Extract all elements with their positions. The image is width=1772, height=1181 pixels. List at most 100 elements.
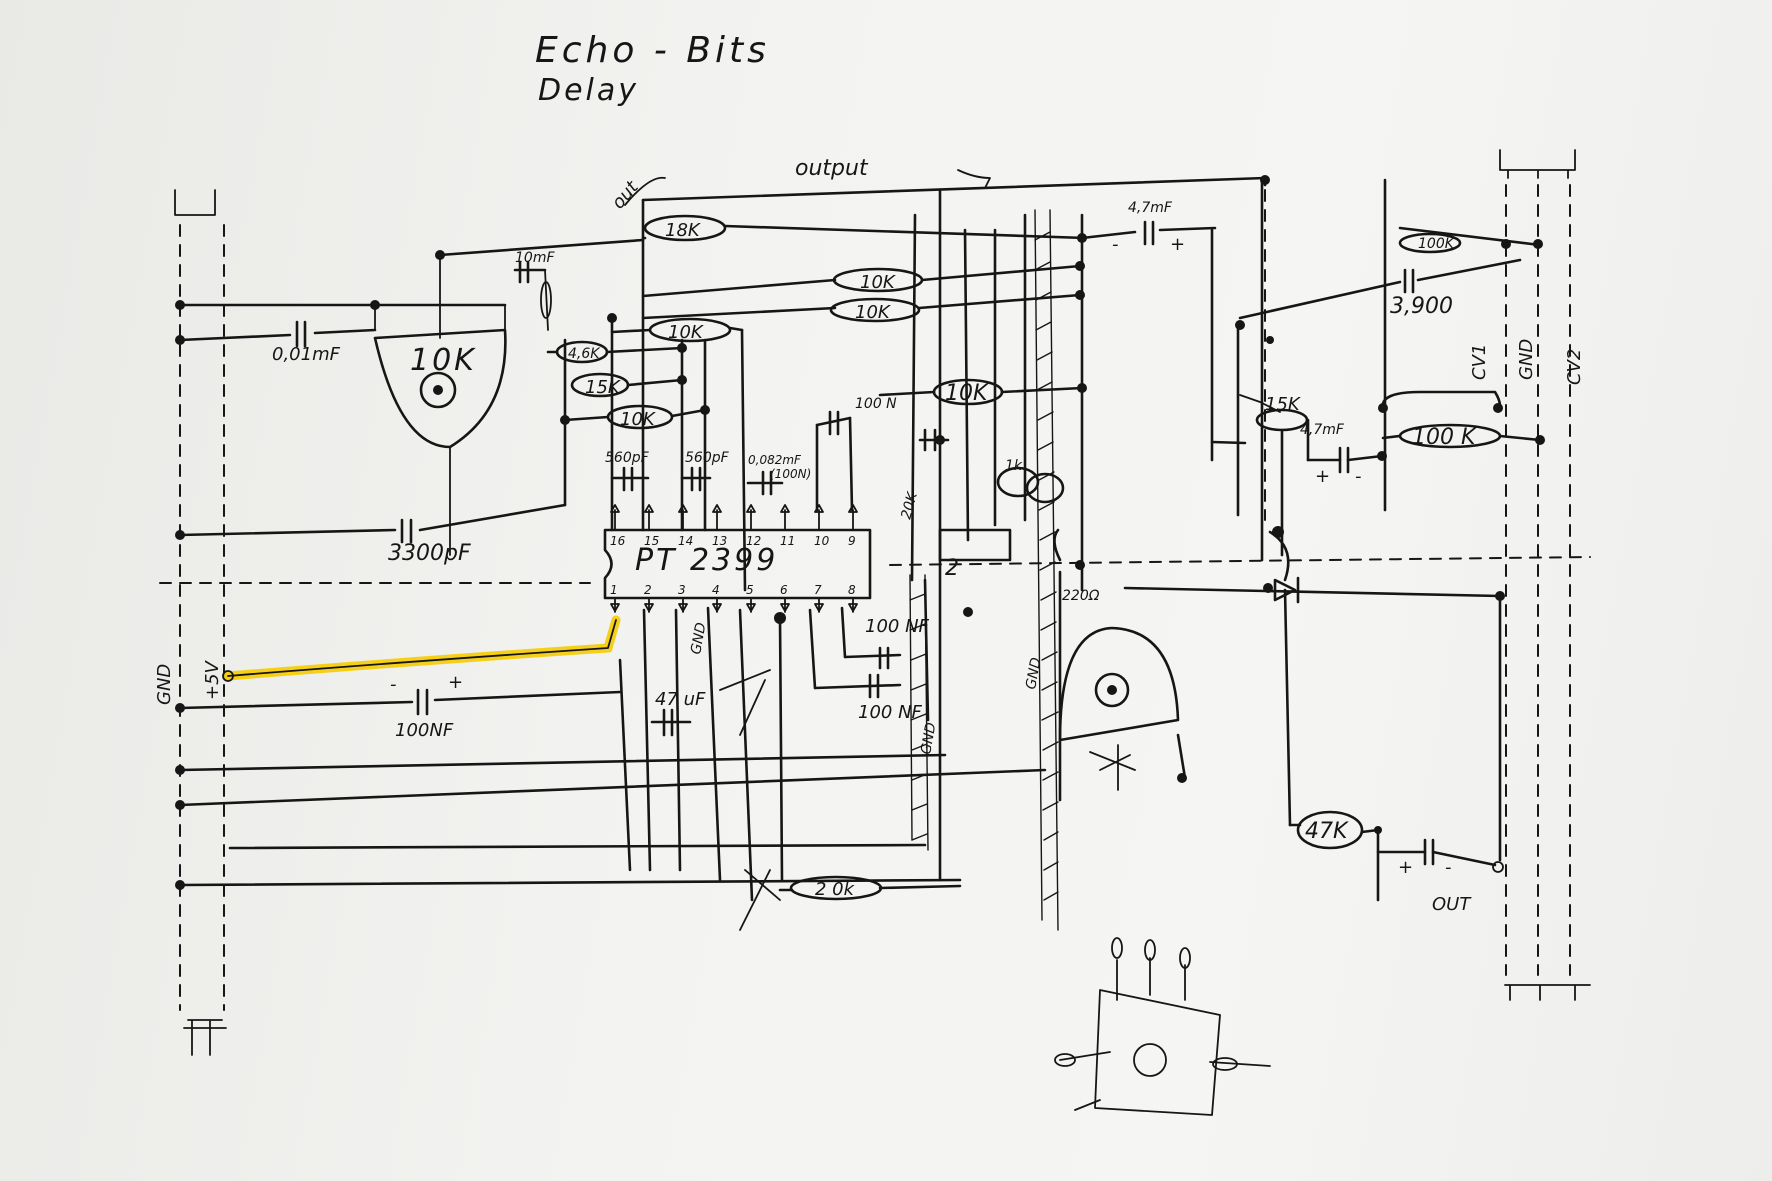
svg-text:100 N: 100 N (855, 396, 897, 412)
ic-pin-top-14: 14 (678, 504, 693, 548)
svg-text:-: - (1355, 466, 1362, 487)
ic-pin-top-13: 13 (712, 504, 727, 548)
timing-caps: 560pF 560pF 0,082mF (100N) 100 N (605, 396, 897, 512)
svg-text:10K: 10K (668, 322, 704, 343)
svg-text:220Ω: 220Ω (1062, 588, 1100, 604)
output-arrow (957, 169, 991, 189)
pot-sketch (1054, 937, 1271, 1116)
svg-text:10mF: 10mF (515, 250, 555, 266)
ic-pin-bottom-6: 6 (780, 583, 790, 613)
svg-text:+: + (1315, 466, 1330, 487)
out-top-label: out (608, 176, 644, 213)
title-line2: Delay (538, 73, 639, 108)
ic-pin-number: 11 (780, 534, 795, 548)
cap-0-01mf: 0,01mF (272, 320, 341, 365)
ic-pin-number: 5 (746, 583, 754, 597)
svg-text:10K: 10K (860, 272, 896, 293)
ic-pin-number: 6 (780, 583, 788, 597)
right-cv-rail (1499, 149, 1591, 1001)
svg-text:3300pF: 3300pF (388, 541, 471, 566)
ic-pin-number: 1 (610, 583, 618, 597)
center-bus: 10K 20K 1k 2 (878, 188, 1087, 931)
ic-pin-number: 4 (712, 583, 720, 597)
svg-text:100 K: 100 K (1412, 425, 1477, 450)
svg-text:+: + (448, 672, 463, 693)
ic-label: PT 2399 (635, 543, 778, 578)
svg-text:3,900: 3,900 (1390, 294, 1453, 319)
ic-pin-bottom-3: 3 (678, 583, 688, 613)
svg-text:20K: 20K (898, 489, 921, 521)
out-bottom-label: OUT (1432, 894, 1472, 915)
gnd-right-label: GND (1516, 339, 1537, 380)
ic-lower-network: GND 47 uF 100 NF 100 NF GND 2 0k (618, 606, 962, 931)
plus5v-terminal (222, 670, 234, 682)
output-label: output (795, 156, 869, 181)
power-trace (227, 619, 617, 677)
gnd-ic4-label: GND (688, 621, 709, 656)
ic-pin-number: 16 (610, 534, 626, 548)
svg-text:2 0k: 2 0k (815, 879, 856, 900)
ic-pin-bottom-1: 1 (610, 583, 620, 613)
svg-text:4,7mF: 4,7mF (1300, 422, 1345, 438)
svg-text:100NF: 100NF (395, 720, 454, 741)
svg-text:-: - (1112, 234, 1119, 255)
cv2-label: CV2 (1564, 349, 1585, 385)
cap-3300pf: 3300pF (388, 518, 471, 566)
ic-pin-number: 3 (678, 583, 686, 597)
svg-text:100 NF: 100 NF (858, 702, 923, 723)
pot-main: 10K (370, 254, 507, 556)
ic-pin-number: 15 (644, 534, 659, 548)
ic-pin-bottom-8: 8 (848, 583, 858, 613)
svg-text:10K: 10K (855, 302, 891, 323)
cap-10mf: 10mF (435, 238, 645, 331)
gnd-mid-label: GND (918, 721, 939, 756)
ic-pin-top-15: 15 (644, 504, 659, 548)
svg-text:10K: 10K (945, 381, 989, 406)
svg-text:47K: 47K (1305, 819, 1349, 844)
svg-text:4,7mF: 4,7mF (1128, 200, 1173, 216)
svg-text:15K: 15K (585, 377, 621, 398)
svg-text:(100N): (100N) (770, 467, 811, 481)
svg-text:10K: 10K (410, 343, 477, 378)
svg-text:0,082mF: 0,082mF (748, 453, 802, 467)
cap-4-7mf-top: 4,7mF - + (1080, 178, 1266, 592)
ic-pin-top-9: 9 (848, 504, 858, 548)
svg-text:0,01mF: 0,01mF (272, 344, 341, 365)
svg-text:1k: 1k (1005, 458, 1023, 474)
svg-text:+: + (1398, 857, 1413, 878)
svg-text:18K: 18K (665, 220, 701, 241)
svg-text:15K: 15K (1265, 394, 1301, 415)
ic-pin-number: 13 (712, 534, 727, 548)
svg-text:10K: 10K (620, 409, 656, 430)
ic-pin-number: 8 (848, 583, 856, 597)
out-arrow (624, 176, 666, 206)
top-network: 18K 10K 10K 10K 4,6K 15K 10K (546, 175, 1270, 592)
right-network: 100K 3,900 15K 4,7mF + - 100 K CV1 GND C… (1123, 178, 1585, 915)
ic-pin-number: 2 (644, 583, 652, 597)
ic-pin-bottom-7: 7 (814, 583, 824, 613)
ic-pin-number: 12 (746, 534, 761, 548)
svg-text:47 uF: 47 uF (655, 689, 706, 710)
left-wires (175, 300, 1047, 890)
cap-100nf-left: - + 100NF (390, 672, 463, 741)
ic-pin-top-10: 10 (814, 504, 830, 548)
ic-pin-number: 7 (814, 583, 822, 597)
svg-text:-: - (390, 674, 397, 695)
ic-pin-number: 14 (678, 534, 693, 548)
svg-text:100 NF: 100 NF (865, 616, 930, 637)
svg-text:2: 2 (945, 556, 959, 581)
power-trace-highlight (223, 615, 621, 681)
cv1-label: CV1 (1469, 344, 1490, 380)
gnd-mid2-label: GND (1023, 656, 1044, 691)
ic-pin-top-12: 12 (746, 504, 761, 548)
svg-text:+: + (1170, 234, 1185, 255)
svg-text:-: - (1445, 857, 1452, 878)
title-line1: Echo - Bits (535, 30, 770, 71)
svg-text:560pF: 560pF (685, 450, 730, 466)
ic-pin-number: 10 (814, 534, 830, 548)
ic-pin-bottom-4: 4 (712, 583, 722, 613)
plus5v-label: +5V (202, 659, 223, 700)
ic-pin-bottom-5: 5 (746, 583, 756, 613)
